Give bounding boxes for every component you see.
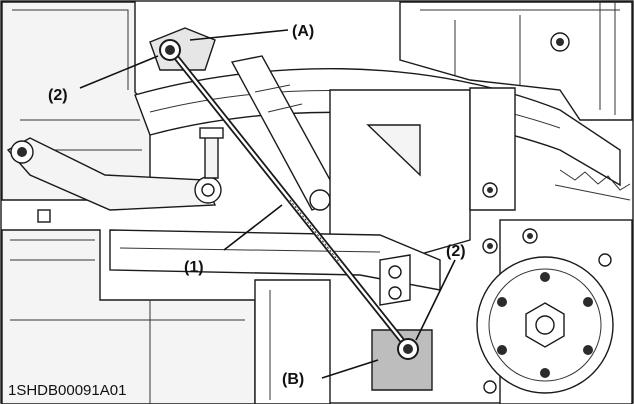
callout-2-bottom: (2): [446, 243, 466, 260]
callout-a: (A): [292, 23, 314, 40]
figure-code: 1SHDB00091A01: [8, 382, 126, 399]
callout-b: (B): [282, 371, 304, 388]
callout-2-top: (2): [48, 87, 68, 104]
nut-top: [159, 39, 181, 61]
nut-bottom: [397, 338, 419, 360]
callout-1: (1): [184, 259, 204, 276]
rod-1: [169, 49, 411, 351]
leader-lines: [79, 29, 456, 379]
